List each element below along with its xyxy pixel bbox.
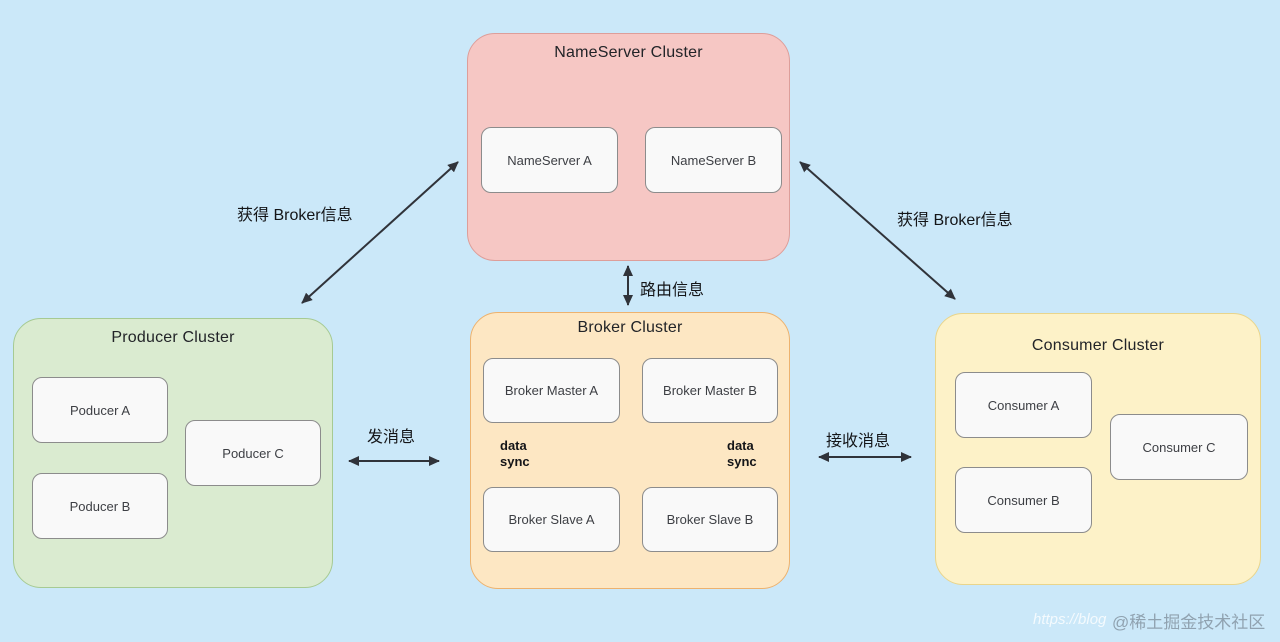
label-get-broker-info-right: 获得 Broker信息 [897, 212, 1013, 229]
node-broker-slave-a: Broker Slave A [483, 487, 620, 552]
watermark-url: https://blog [1033, 611, 1107, 628]
watermark-community: @稀土掘金技术社区 [1112, 613, 1266, 632]
node-broker-master-b: Broker Master B [642, 358, 778, 423]
node-producer-a: Poducer A [32, 377, 168, 443]
label-get-broker-info-left: 获得 Broker信息 [237, 207, 353, 224]
node-producer-b: Poducer B [32, 473, 168, 539]
arrow-nameserver-consumer [799, 161, 956, 300]
node-consumer-a: Consumer A [955, 372, 1092, 438]
node-nameserver-a: NameServer A [481, 127, 618, 193]
node-producer-c: Poducer C [185, 420, 321, 486]
consumer-cluster-title: Consumer Cluster [1031, 337, 1165, 354]
label-route-info: 路由信息 [640, 282, 705, 299]
producer-cluster-title: Producer Cluster [111, 329, 235, 346]
label-receive-message: 接收消息 [826, 433, 891, 450]
node-consumer-b: Consumer B [955, 467, 1092, 533]
broker-cluster-title: Broker Cluster [577, 319, 683, 336]
label-data-sync-a: data sync [500, 438, 530, 469]
label-send-message: 发消息 [367, 429, 416, 446]
label-data-sync-b: data sync [727, 438, 757, 469]
node-consumer-c: Consumer C [1110, 414, 1248, 480]
node-broker-slave-b: Broker Slave B [642, 487, 778, 552]
arrow-producer-nameserver [301, 161, 459, 304]
node-nameserver-b: NameServer B [645, 127, 782, 193]
node-broker-master-a: Broker Master A [483, 358, 620, 423]
nameserver-cluster-title: NameServer Cluster [554, 44, 703, 61]
